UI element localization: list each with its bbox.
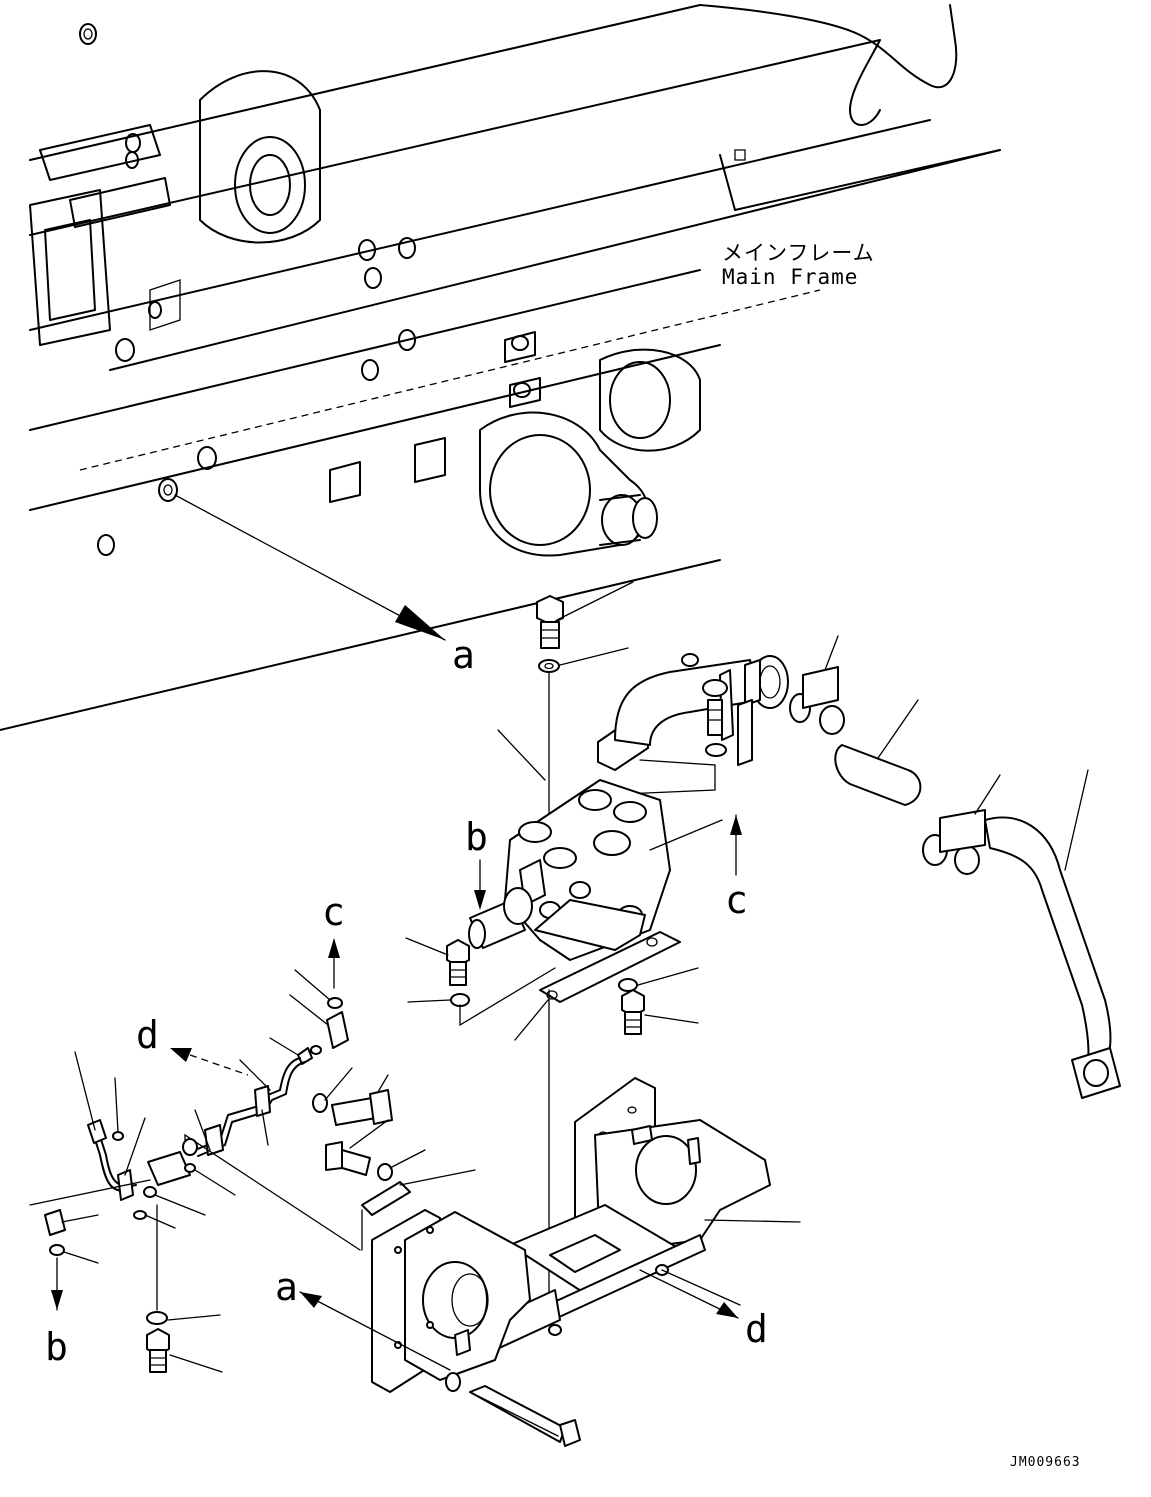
view-marker-d-right: d (745, 1307, 768, 1351)
main-frame-label-jp: メインフレーム (722, 241, 875, 265)
view-arrow-b-bottom (51, 1257, 63, 1311)
view-marker-b-bottom: b (45, 1325, 68, 1369)
suction-pipe-assembly (597, 635, 1121, 1099)
view-arrow-a-top (174, 494, 446, 641)
frame-bolt-holes (79, 23, 531, 556)
valve-bracket-assembly (371, 1077, 801, 1447)
view-marker-c-left: c (322, 890, 345, 934)
view-marker-c-right: c (725, 878, 748, 922)
view-arrow-b-valve (474, 859, 486, 910)
main-frame-label-en: Main Frame (722, 265, 858, 289)
pilot-piping (29, 969, 476, 1373)
view-arrow-c-right (730, 814, 742, 876)
control-valve (468, 729, 723, 961)
view-marker-a-top: a (452, 633, 475, 677)
main-frame-illustration (0, 4, 1001, 731)
view-marker-d-left: d (136, 1013, 159, 1057)
view-arrow-d-right (639, 1269, 739, 1319)
view-marker-a-bottom: a (275, 1265, 298, 1309)
view-marker-b-valve: b (465, 815, 488, 859)
valve-top-bolt (536, 581, 634, 831)
valve-mounting-plate (405, 931, 699, 1311)
view-arrow-d-left (170, 1048, 249, 1076)
view-arrow-c-left (328, 938, 340, 989)
drawing-id: JM009663 (1010, 1455, 1081, 1470)
view-arrow-a-bottom (299, 1291, 451, 1371)
